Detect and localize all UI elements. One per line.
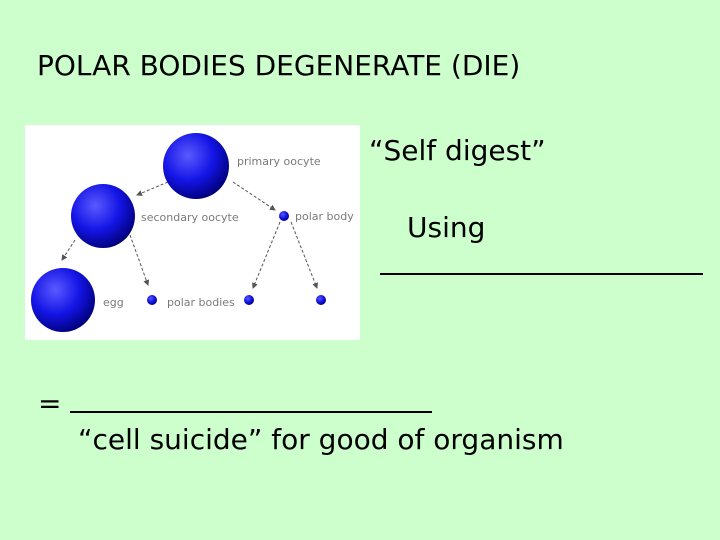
arrow-polar-to-polar-3 — [290, 221, 318, 289]
arrow-secondary-to-polar-1 — [129, 234, 150, 286]
label-secondary-oocyte: secondary oocyte — [141, 211, 239, 224]
egg-cell — [31, 268, 95, 332]
polar-body-cell-1 — [147, 295, 157, 305]
polar-body-cell — [279, 211, 289, 221]
label-egg: egg — [103, 296, 124, 309]
arrow-secondary-to-egg — [61, 239, 76, 261]
polar-body-cell-2 — [244, 295, 254, 305]
self-digest-text: “Self digest” — [369, 134, 546, 167]
using-text: Using — [407, 211, 486, 244]
arrow-polar-to-polar-2 — [252, 221, 281, 289]
secondary-oocyte-cell — [71, 184, 135, 248]
oogenesis-diagram-svg: primary oocyte secondary oocyte polar bo… — [31, 133, 354, 332]
primary-oocyte-cell — [163, 133, 229, 199]
label-polar-body: polar body — [295, 210, 354, 223]
arrow-primary-to-secondary — [136, 181, 169, 196]
slide-title: POLAR BODIES DEGENERATE (DIE) — [37, 49, 521, 82]
label-polar-bodies: polar bodies — [167, 296, 235, 309]
polar-body-cell-3 — [316, 295, 326, 305]
label-primary-oocyte: primary oocyte — [237, 155, 321, 168]
arrow-primary-to-polar-body — [232, 181, 276, 211]
cell-suicide-text: “cell suicide” for good of organism — [78, 423, 564, 456]
blank-line-equals — [70, 411, 432, 413]
oogenesis-diagram: primary oocyte secondary oocyte polar bo… — [25, 125, 360, 340]
equals-sign: = — [38, 387, 62, 420]
blank-line-using — [380, 273, 703, 275]
